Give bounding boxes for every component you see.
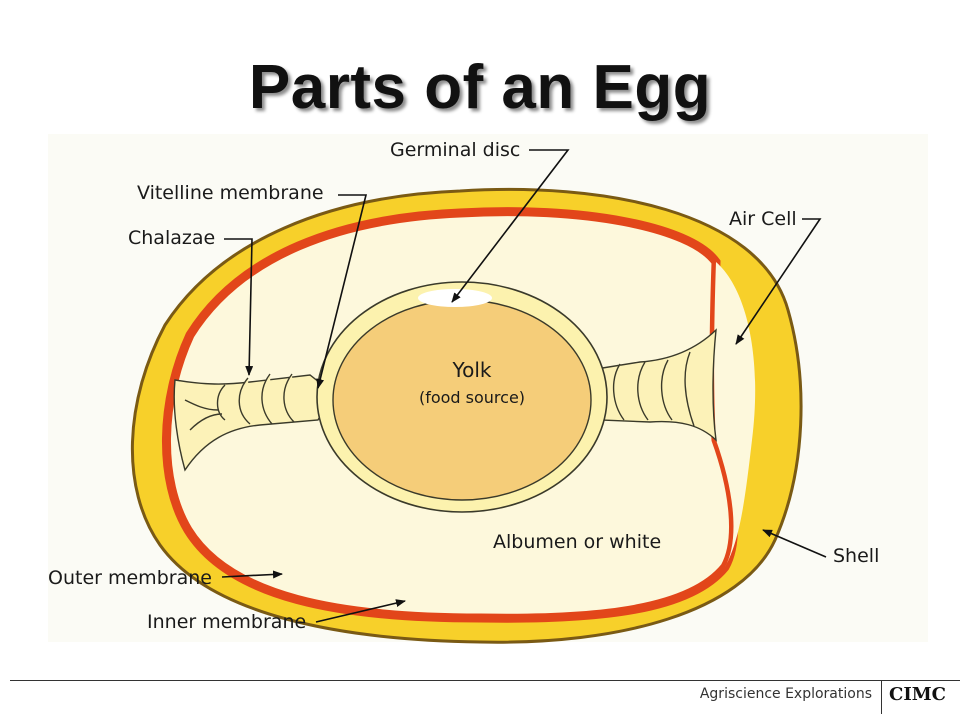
label-outer-membrane: Outer membrane bbox=[48, 567, 212, 589]
footer-divider bbox=[881, 680, 882, 714]
label-shell: Shell bbox=[833, 545, 879, 567]
leader-chalazae bbox=[224, 238, 254, 376]
label-inner-membrane: Inner membrane bbox=[147, 611, 306, 633]
label-air-cell: Air Cell bbox=[729, 208, 797, 230]
leader-air-cell bbox=[735, 218, 822, 345]
slide-title: Parts of an Egg bbox=[248, 53, 712, 122]
footer-rule bbox=[10, 680, 960, 681]
footer-series-name: Agriscience Explorations bbox=[699, 686, 872, 702]
air-cell bbox=[714, 262, 756, 567]
label-yolk-note: (food source) bbox=[419, 388, 525, 407]
leader-germinal-disc bbox=[451, 149, 570, 303]
label-albumen: Albumen or white bbox=[493, 531, 661, 553]
label-chalazae: Chalazae bbox=[128, 227, 215, 249]
left-chalazae bbox=[173, 373, 334, 472]
footer-logo: CIMC bbox=[889, 684, 946, 705]
leader-outer-membrane bbox=[221, 570, 283, 579]
leader-shell bbox=[762, 529, 827, 558]
leader-inner-membrane bbox=[315, 599, 406, 623]
label-yolk: Yolk bbox=[452, 358, 492, 382]
leader-vitelline-membrane bbox=[316, 194, 368, 389]
label-germinal-disc: Germinal disc bbox=[390, 139, 520, 161]
label-vitelline-membrane: Vitelline membrane bbox=[137, 182, 324, 204]
right-chalazae bbox=[587, 328, 717, 442]
